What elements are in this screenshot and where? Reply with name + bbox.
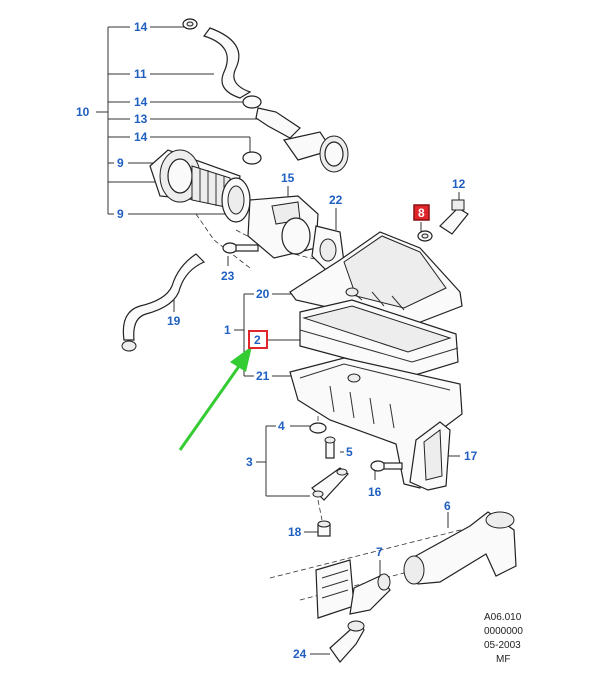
label-part-12[interactable]: 12 bbox=[452, 177, 466, 191]
label-part-14[interactable]: 14 bbox=[134, 95, 148, 109]
label-part-24[interactable]: 24 bbox=[293, 647, 307, 661]
reference-line-4: MF bbox=[496, 654, 510, 665]
label-part-9[interactable]: 9 bbox=[117, 156, 124, 170]
label-part-20[interactable]: 20 bbox=[256, 287, 270, 301]
label-part-9[interactable]: 9 bbox=[117, 207, 124, 221]
reference-line-2: 0000000 bbox=[484, 626, 523, 637]
label-part-15[interactable]: 15 bbox=[281, 171, 295, 185]
pointer-arrow bbox=[178, 346, 252, 451]
label-part-14[interactable]: 14 bbox=[134, 20, 148, 34]
label-part-2[interactable]: 2 bbox=[254, 333, 261, 347]
temperature-sensor bbox=[417, 199, 469, 242]
air-flow-housing bbox=[247, 195, 345, 271]
label-part-11[interactable]: 11 bbox=[134, 67, 147, 81]
label-part-1[interactable]: 1 bbox=[224, 323, 231, 337]
label-part-8[interactable]: 8 bbox=[418, 206, 425, 220]
filter-element bbox=[299, 299, 459, 377]
intake-duct bbox=[403, 511, 517, 585]
label-part-14[interactable]: 14 bbox=[134, 130, 148, 144]
reference-line-3: 05-2003 bbox=[484, 640, 521, 651]
label-part-22[interactable]: 22 bbox=[329, 193, 343, 207]
label-part-4[interactable]: 4 bbox=[278, 419, 285, 433]
label-part-21[interactable]: 21 bbox=[256, 369, 270, 383]
bolt-and-hose bbox=[121, 242, 259, 352]
label-part-7[interactable]: 7 bbox=[376, 545, 383, 559]
label-part-10[interactable]: 10 bbox=[76, 105, 90, 119]
label-part-17[interactable]: 17 bbox=[464, 449, 478, 463]
label-part-6[interactable]: 6 bbox=[444, 499, 451, 513]
resonator-assembly bbox=[315, 559, 391, 663]
label-part-5[interactable]: 5 bbox=[346, 445, 353, 459]
highlight-box-part-8 bbox=[413, 204, 430, 221]
reference-line-1: A06.010 bbox=[484, 612, 522, 623]
label-part-3[interactable]: 3 bbox=[246, 455, 253, 469]
label-part-18[interactable]: 18 bbox=[288, 525, 302, 539]
label-part-19[interactable]: 19 bbox=[167, 314, 181, 328]
label-part-23[interactable]: 23 bbox=[221, 269, 235, 283]
label-part-16[interactable]: 16 bbox=[368, 485, 382, 499]
air-cleaner-housing bbox=[289, 357, 463, 491]
upper-hose-assembly bbox=[182, 18, 349, 173]
label-part-13[interactable]: 13 bbox=[134, 112, 148, 126]
intake-bellows bbox=[149, 149, 251, 223]
mounting-bracket bbox=[309, 422, 403, 537]
drawing-reference: A06.010 0000000 05-2003 MF bbox=[484, 612, 523, 665]
part-labels: 14 11 10 14 13 14 9 9 15 22 8 12 23 19 2… bbox=[76, 20, 478, 661]
highlight-box-part-2 bbox=[248, 330, 268, 349]
